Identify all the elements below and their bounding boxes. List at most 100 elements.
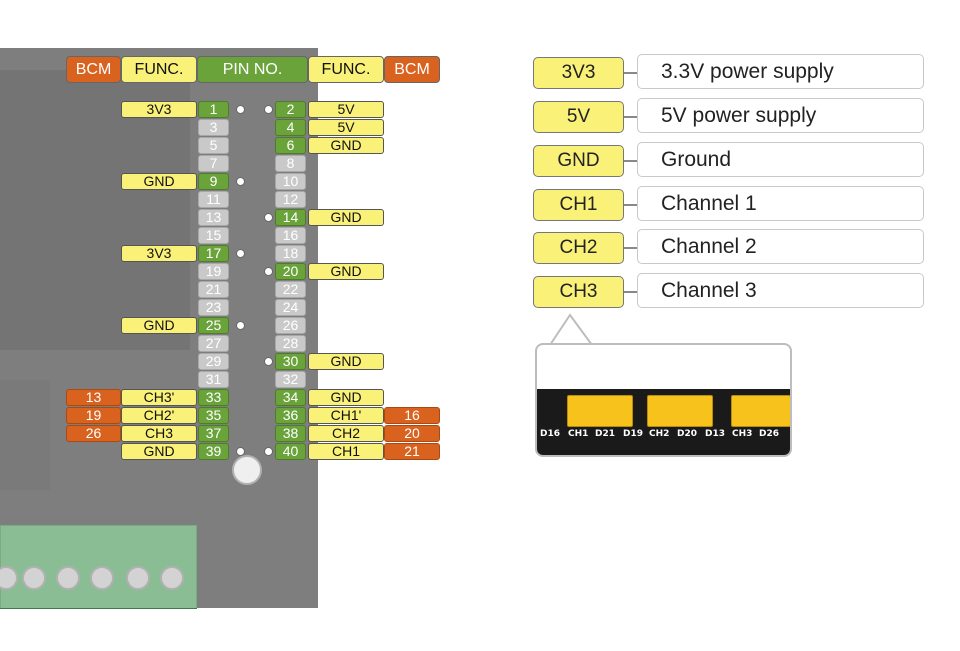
func-label-pin-30: GND: [308, 353, 384, 370]
jumper-ch3: [731, 395, 790, 427]
pin-dot: [264, 357, 273, 366]
legend-desc-3v3: 3.3V power supply: [637, 54, 924, 89]
bcm-label-pin-40: 21: [384, 443, 440, 460]
header-func-right: FUNC.: [308, 56, 384, 83]
legend-desc-ch3: Channel 3: [637, 273, 924, 308]
func-label-pin-35: CH2': [121, 407, 197, 424]
pin-33: 33: [198, 389, 229, 406]
pin-dot: [236, 105, 245, 114]
func-label-pin-34: GND: [308, 389, 384, 406]
pin-38: 38: [275, 425, 306, 442]
jumper-label: D19: [623, 429, 643, 439]
pin-20: 20: [275, 263, 306, 280]
screw: [56, 566, 80, 590]
legend-connector: [624, 291, 638, 293]
pin-dot: [236, 447, 245, 456]
pin-15: 15: [198, 227, 229, 244]
pin-6: 6: [275, 137, 306, 154]
bcm-label-pin-33: 13: [66, 389, 121, 406]
pin-dot: [264, 447, 273, 456]
pin-12: 12: [275, 191, 306, 208]
pin-37: 37: [198, 425, 229, 442]
legend-abbr-ch3: CH3: [533, 276, 624, 308]
chip: [0, 380, 50, 490]
screw: [22, 566, 46, 590]
legend-desc-gnd: Ground: [637, 142, 924, 177]
pin-32: 32: [275, 371, 306, 388]
pin-10: 10: [275, 173, 306, 190]
pin-28: 28: [275, 335, 306, 352]
pin-30: 30: [275, 353, 306, 370]
pin-dot: [264, 105, 273, 114]
jumper-callout: D16 CH1 D21 D19 CH2 D20 D13 CH3 D26: [535, 343, 792, 457]
legend-abbr-ch1: CH1: [533, 189, 624, 221]
func-label-pin-40: CH1: [308, 443, 384, 460]
func-label-pin-33: CH3': [121, 389, 197, 406]
pin-1: 1: [198, 101, 229, 118]
jumper-label: D26: [759, 429, 779, 439]
func-label-pin-1: 3V3: [121, 101, 197, 118]
jumper-label: CH2: [649, 429, 670, 439]
legend-abbr-gnd: GND: [533, 145, 624, 177]
jumper-ch2: [647, 395, 713, 427]
legend-abbr-3v3: 3V3: [533, 57, 624, 89]
func-label-pin-36: CH1': [308, 407, 384, 424]
pin-5: 5: [198, 137, 229, 154]
pin-27: 27: [198, 335, 229, 352]
legend-connector: [624, 116, 638, 118]
mounting-hole: [232, 455, 262, 485]
jumper-ch1: [567, 395, 633, 427]
legend-desc-ch1: Channel 1: [637, 186, 924, 221]
pin-18: 18: [275, 245, 306, 262]
jumper-label: D21: [595, 429, 615, 439]
screw: [90, 566, 114, 590]
pin-dot: [236, 321, 245, 330]
pin-8: 8: [275, 155, 306, 172]
func-label-pin-20: GND: [308, 263, 384, 280]
pin-9: 9: [198, 173, 229, 190]
func-label-pin-14: GND: [308, 209, 384, 226]
func-label-pin-17: 3V3: [121, 245, 197, 262]
header-func-left: FUNC.: [121, 56, 197, 83]
jumper-label: CH1: [568, 429, 589, 439]
func-label-pin-6: GND: [308, 137, 384, 154]
legend-connector: [624, 160, 638, 162]
pin-13: 13: [198, 209, 229, 226]
pin-4: 4: [275, 119, 306, 136]
pin-36: 36: [275, 407, 306, 424]
header-bcm-left: BCM: [66, 56, 121, 83]
func-label-pin-9: GND: [121, 173, 197, 190]
screw: [0, 566, 18, 590]
legend-desc-ch2: Channel 2: [637, 229, 924, 264]
pin-21: 21: [198, 281, 229, 298]
pin-23: 23: [198, 299, 229, 316]
bcm-label-pin-36: 16: [384, 407, 440, 424]
jumper-label: D20: [677, 429, 697, 439]
pin-25: 25: [198, 317, 229, 334]
pin-35: 35: [198, 407, 229, 424]
screw: [160, 566, 184, 590]
pin-22: 22: [275, 281, 306, 298]
pin-2: 2: [275, 101, 306, 118]
pin-29: 29: [198, 353, 229, 370]
terminal-block: [0, 525, 197, 609]
bcm-label-pin-37: 26: [66, 425, 121, 442]
header-pin-no: PIN NO.: [197, 56, 308, 83]
pin-34: 34: [275, 389, 306, 406]
pin-26: 26: [275, 317, 306, 334]
legend-connector: [624, 204, 638, 206]
pin-19: 19: [198, 263, 229, 280]
func-label-pin-4: 5V: [308, 119, 384, 136]
func-label-pin-2: 5V: [308, 101, 384, 118]
pin-dot: [264, 213, 273, 222]
jumper-label: CH3: [732, 429, 753, 439]
pin-16: 16: [275, 227, 306, 244]
legend-connector: [624, 72, 638, 74]
pin-11: 11: [198, 191, 229, 208]
pin-17: 17: [198, 245, 229, 262]
pin-dot: [264, 267, 273, 276]
bcm-label-pin-38: 20: [384, 425, 440, 442]
header-bcm-right: BCM: [384, 56, 440, 83]
func-label-pin-37: CH3: [121, 425, 197, 442]
